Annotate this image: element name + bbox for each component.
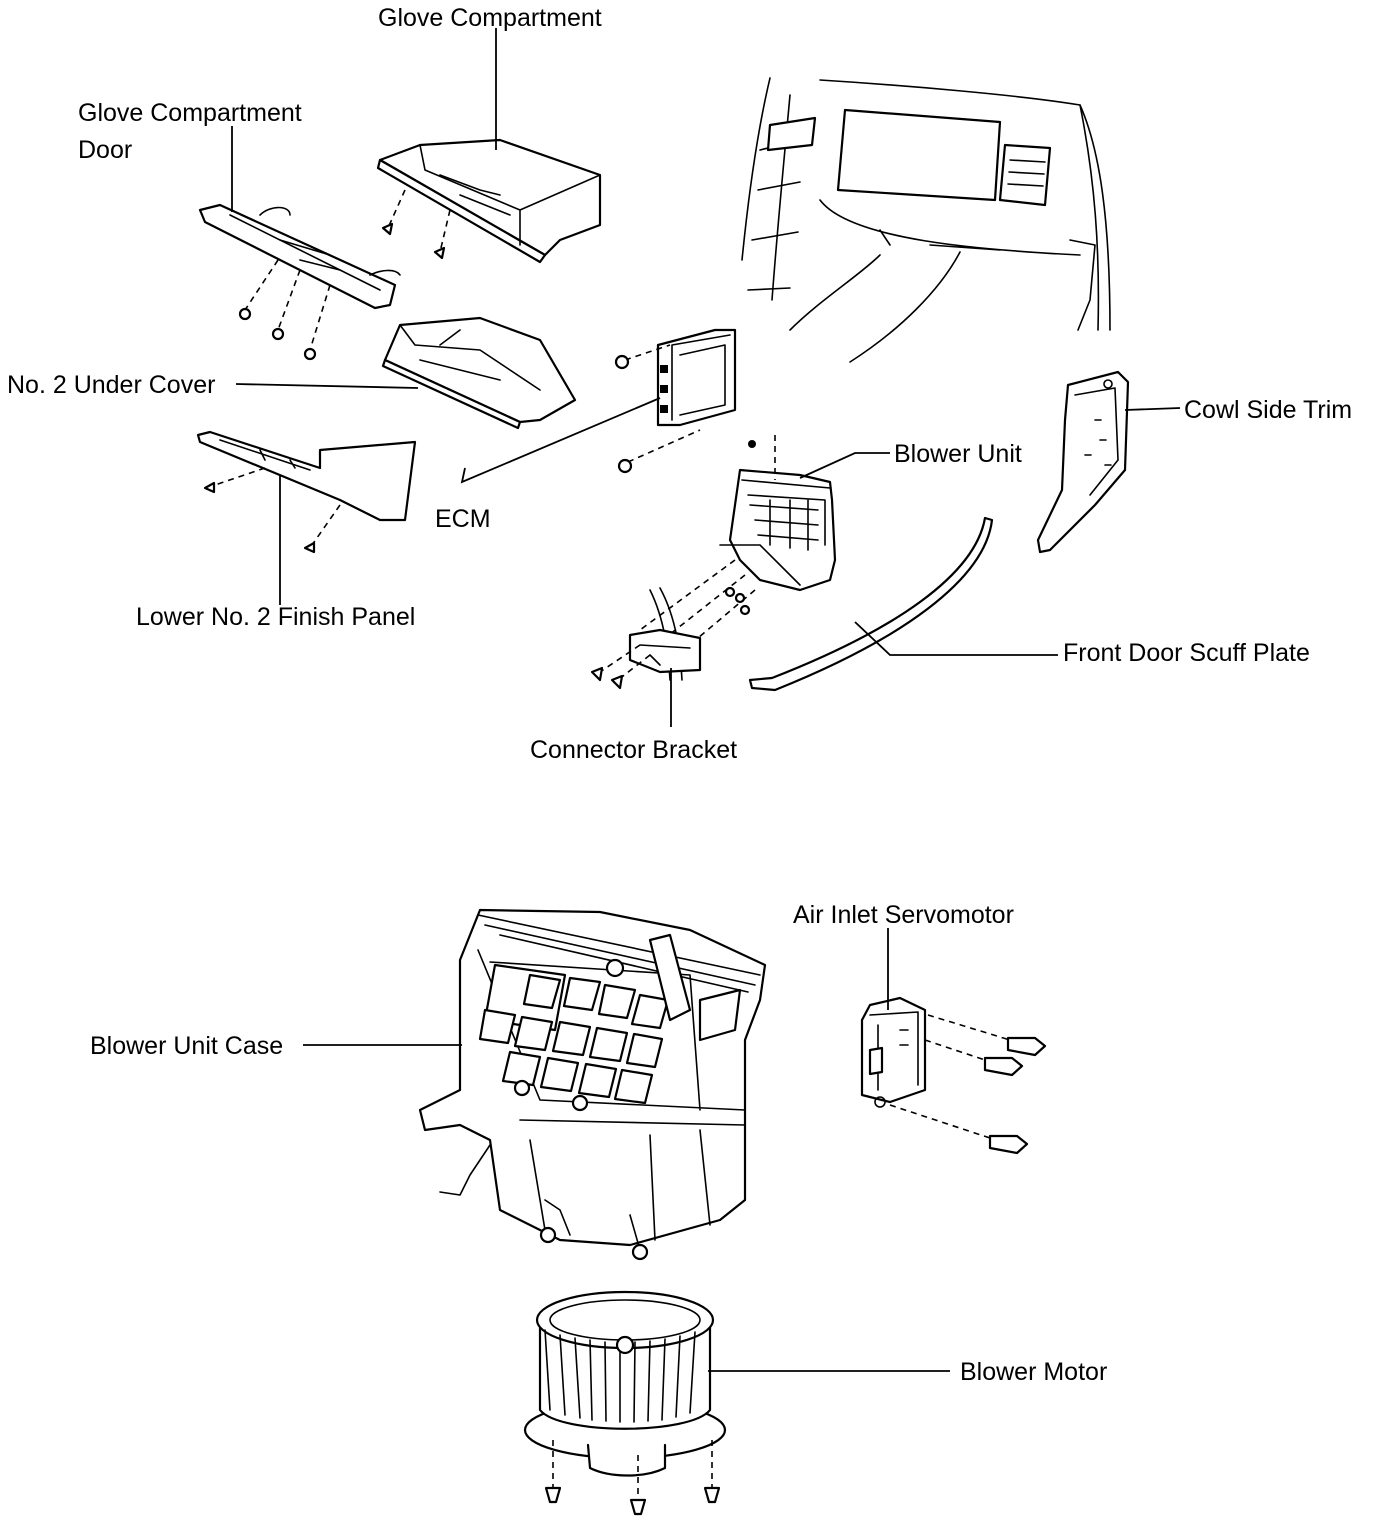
label-glove-compartment-door-line2: Door bbox=[78, 136, 132, 164]
no2-under-cover-drawing bbox=[381, 316, 577, 430]
label-blower-motor: Blower Motor bbox=[960, 1358, 1107, 1386]
air-inlet-servomotor-drawing bbox=[860, 996, 1047, 1155]
label-connector-bracket: Connector Bracket bbox=[530, 736, 737, 764]
blower-motor-drawing bbox=[523, 1290, 727, 1516]
front-door-scuff-plate-drawing bbox=[748, 516, 994, 692]
label-ecm: ECM bbox=[435, 505, 491, 533]
label-blower-unit-case: Blower Unit Case bbox=[90, 1032, 283, 1060]
leader-lines bbox=[231, 28, 1181, 1372]
label-lower-no2-finish-panel: Lower No. 2 Finish Panel bbox=[136, 603, 415, 631]
label-air-inlet-servomotor: Air Inlet Servomotor bbox=[793, 901, 1014, 929]
blower-unit-case-drawing bbox=[418, 908, 767, 1261]
label-front-door-scuff-plate: Front Door Scuff Plate bbox=[1063, 639, 1310, 667]
glove-compartment-drawing bbox=[376, 138, 602, 264]
label-cowl-side-trim: Cowl Side Trim bbox=[1184, 396, 1352, 424]
label-glove-compartment: Glove Compartment bbox=[378, 4, 602, 32]
label-blower-unit: Blower Unit bbox=[894, 440, 1022, 468]
connector-bracket-drawing bbox=[590, 587, 702, 690]
instrument-panel-drawing bbox=[741, 77, 1111, 363]
glove-compartment-door-drawing bbox=[198, 203, 401, 361]
lower-no2-finish-panel-drawing bbox=[196, 430, 417, 554]
blower-unit-drawing bbox=[639, 435, 837, 671]
ecm-drawing bbox=[614, 328, 737, 474]
label-no2-under-cover: No. 2 Under Cover bbox=[7, 371, 215, 399]
label-glove-compartment-door-line1: Glove Compartment bbox=[78, 99, 302, 127]
cowl-side-trim-drawing bbox=[1036, 370, 1130, 554]
